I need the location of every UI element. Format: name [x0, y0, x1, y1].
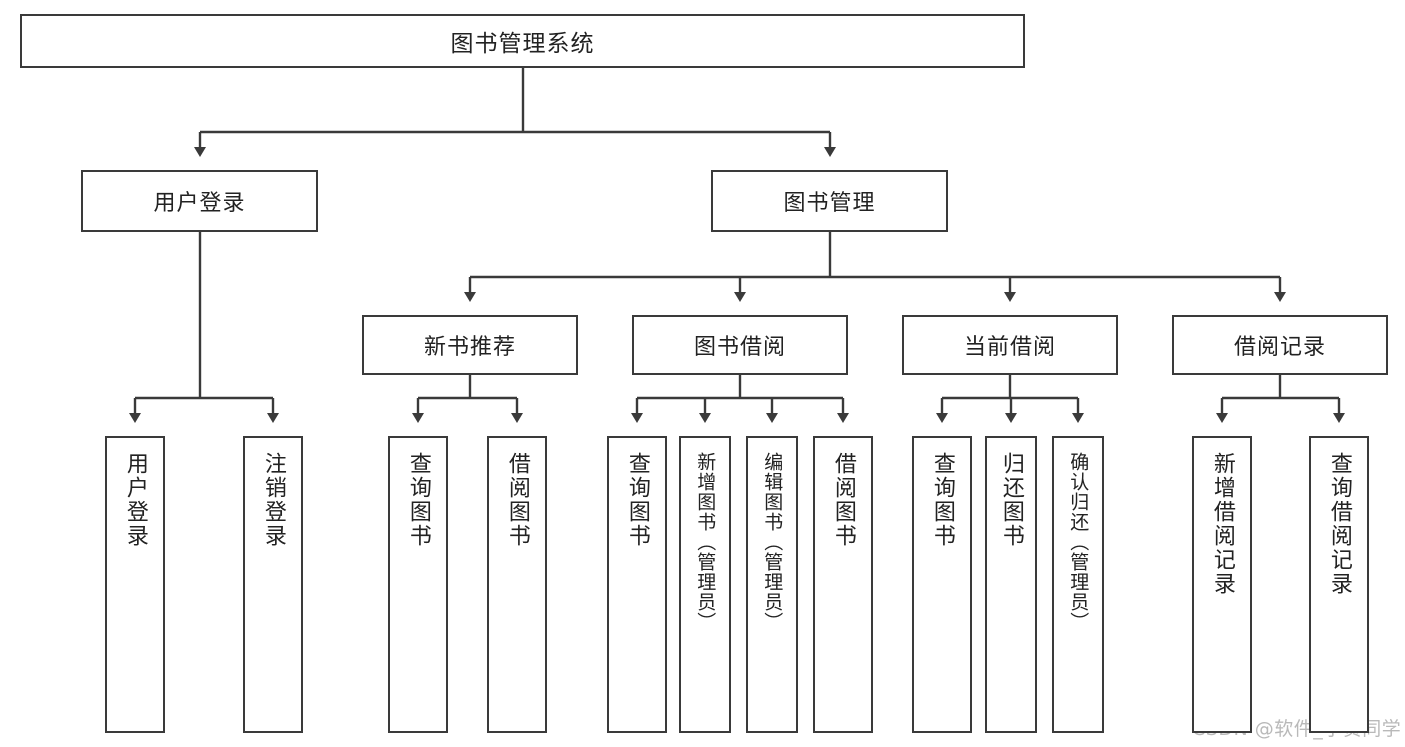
node-label-current-borrow: 当前借阅	[963, 335, 1056, 360]
node-label-book-borrow: 图书借阅	[693, 335, 786, 360]
node-leaf-query-book-current[interactable]: 查询图书	[912, 436, 972, 733]
node-label-borrow-record: 借阅记录	[1233, 335, 1326, 360]
node-label-leaf-user-login: 用户登录	[122, 452, 148, 548]
node-label-leaf-user-logout: 注销登录	[260, 452, 286, 548]
node-leaf-user-login[interactable]: 用户登录	[105, 436, 165, 733]
node-label-user-login: 用户登录	[153, 191, 246, 216]
node-label-leaf-return-book: 归还图书	[998, 452, 1024, 548]
node-leaf-confirm-return[interactable]: 确认归还（管理员）	[1052, 436, 1104, 733]
node-label-new-book-recommend: 新书推荐	[423, 335, 516, 360]
node-current-borrow[interactable]: 当前借阅	[902, 315, 1118, 375]
node-root[interactable]: 图书管理系统	[20, 14, 1025, 68]
node-label-leaf-confirm-return: 确认归还（管理员）	[1067, 452, 1090, 632]
node-label-root: 图书管理系统	[450, 31, 595, 57]
node-label-leaf-add-book: 新增图书（管理员）	[694, 452, 717, 632]
node-leaf-add-book[interactable]: 新增图书（管理员）	[679, 436, 731, 733]
node-leaf-borrow-book-rec[interactable]: 借阅图书	[487, 436, 547, 733]
node-label-book-manage: 图书管理	[783, 191, 876, 216]
node-new-book-recommend[interactable]: 新书推荐	[362, 315, 578, 375]
node-label-leaf-borrow-book-rec: 借阅图书	[504, 452, 530, 548]
node-leaf-query-book-rec[interactable]: 查询图书	[388, 436, 448, 733]
node-leaf-borrow-book[interactable]: 借阅图书	[813, 436, 873, 733]
node-user-login[interactable]: 用户登录	[81, 170, 318, 232]
node-leaf-query-record[interactable]: 查询借阅记录	[1309, 436, 1369, 733]
node-leaf-query-book-borrow[interactable]: 查询图书	[607, 436, 667, 733]
node-label-leaf-add-record: 新增借阅记录	[1209, 452, 1235, 596]
node-label-leaf-query-book-borrow: 查询图书	[624, 452, 650, 548]
node-leaf-return-book[interactable]: 归还图书	[985, 436, 1037, 733]
node-book-manage[interactable]: 图书管理	[711, 170, 948, 232]
node-label-leaf-query-record: 查询借阅记录	[1326, 452, 1352, 596]
node-borrow-record[interactable]: 借阅记录	[1172, 315, 1388, 375]
node-leaf-user-logout[interactable]: 注销登录	[243, 436, 303, 733]
node-label-leaf-edit-book: 编辑图书（管理员）	[761, 452, 784, 632]
node-leaf-edit-book[interactable]: 编辑图书（管理员）	[746, 436, 798, 733]
node-leaf-add-record[interactable]: 新增借阅记录	[1192, 436, 1252, 733]
node-label-leaf-borrow-book: 借阅图书	[830, 452, 856, 548]
node-label-leaf-query-book-current: 查询图书	[929, 452, 955, 548]
node-label-leaf-query-book-rec: 查询图书	[405, 452, 431, 548]
node-book-borrow[interactable]: 图书借阅	[632, 315, 848, 375]
